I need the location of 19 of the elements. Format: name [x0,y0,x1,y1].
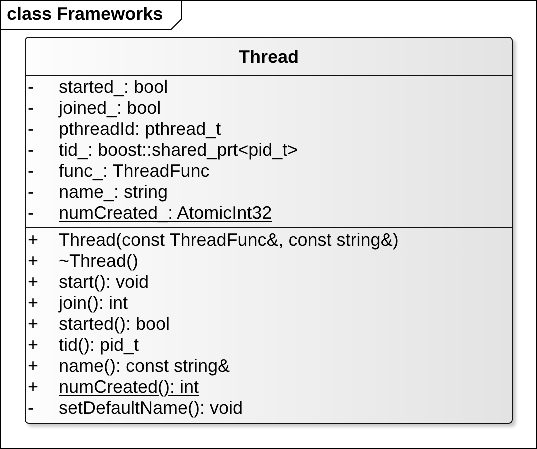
attribute-text: - tid_: boost::shared_prt<pid_t> [28,140,298,161]
operation-text: + Thread(const ThreadFunc&, const string&) [28,230,399,251]
attribute-text: - numCreated_: AtomicInt32 [28,203,272,224]
operation-text: + start(): void [28,272,150,293]
attribute-text: - pthreadId: pthread_t [28,119,222,140]
operation-text: + name(): const string& [28,356,230,377]
attribute-text: - started_: bool [28,77,168,98]
class-name: Thread [239,47,299,68]
operation-text: + join(): int [28,293,128,314]
attribute-text: - joined_: bool [28,98,162,119]
attribute-text: - func_: ThreadFunc [28,161,210,182]
class-box [25,37,513,424]
attribute-text: - name_: string [28,182,168,203]
operation-text: + tid(): pid_t [28,335,140,356]
operation-text: + ~Thread() [28,251,139,272]
frame-title: class Frameworks [0,0,182,30]
operation-text: - setDefaultName(): void [28,398,244,419]
operation-text: + started(): bool [28,314,170,335]
operation-text: + numCreated(): int [28,377,200,398]
